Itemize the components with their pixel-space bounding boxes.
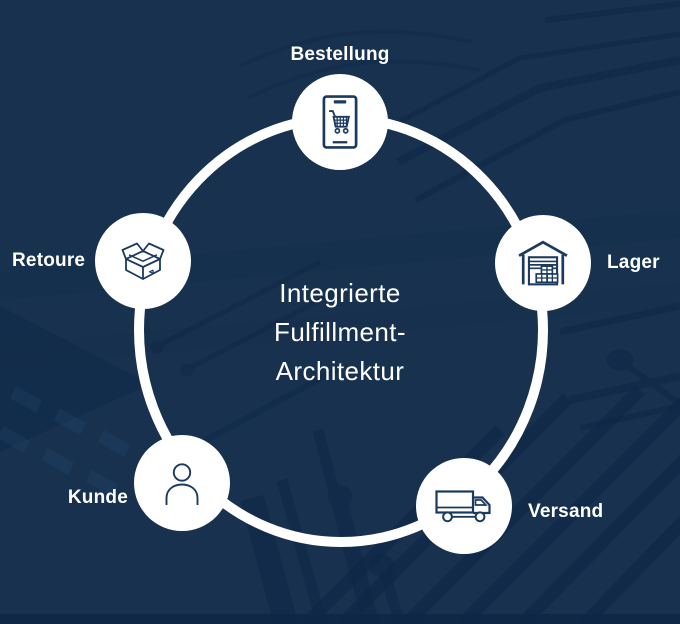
label-bestellung: Bestellung [290,44,390,65]
label-kunde: Kunde [67,487,128,508]
bottom-edge-strip [0,614,680,624]
warehouse-icon [518,240,568,286]
smartphone-shopping-cart-icon [322,95,358,149]
node-versand [416,458,512,554]
node-bestellung [292,74,388,170]
diagram-title: Integrierte Fulfillment- Architektur [190,274,490,391]
diagram-title-line-2: Fulfillment- [274,317,406,347]
node-retoure [95,213,191,309]
delivery-truck-icon [435,488,493,524]
label-retoure: Retoure [12,250,86,271]
label-versand: Versand [528,501,604,522]
node-kunde [134,435,230,531]
circuit-trace-lines-top-right [239,1,680,203]
diagram-title-line-3: Architektur [275,356,405,386]
open-box-icon [117,238,169,284]
node-lager [495,215,591,311]
diagram-title-line-1: Integrierte [279,278,401,308]
person-icon [162,460,202,506]
label-lager: Lager [607,252,660,273]
